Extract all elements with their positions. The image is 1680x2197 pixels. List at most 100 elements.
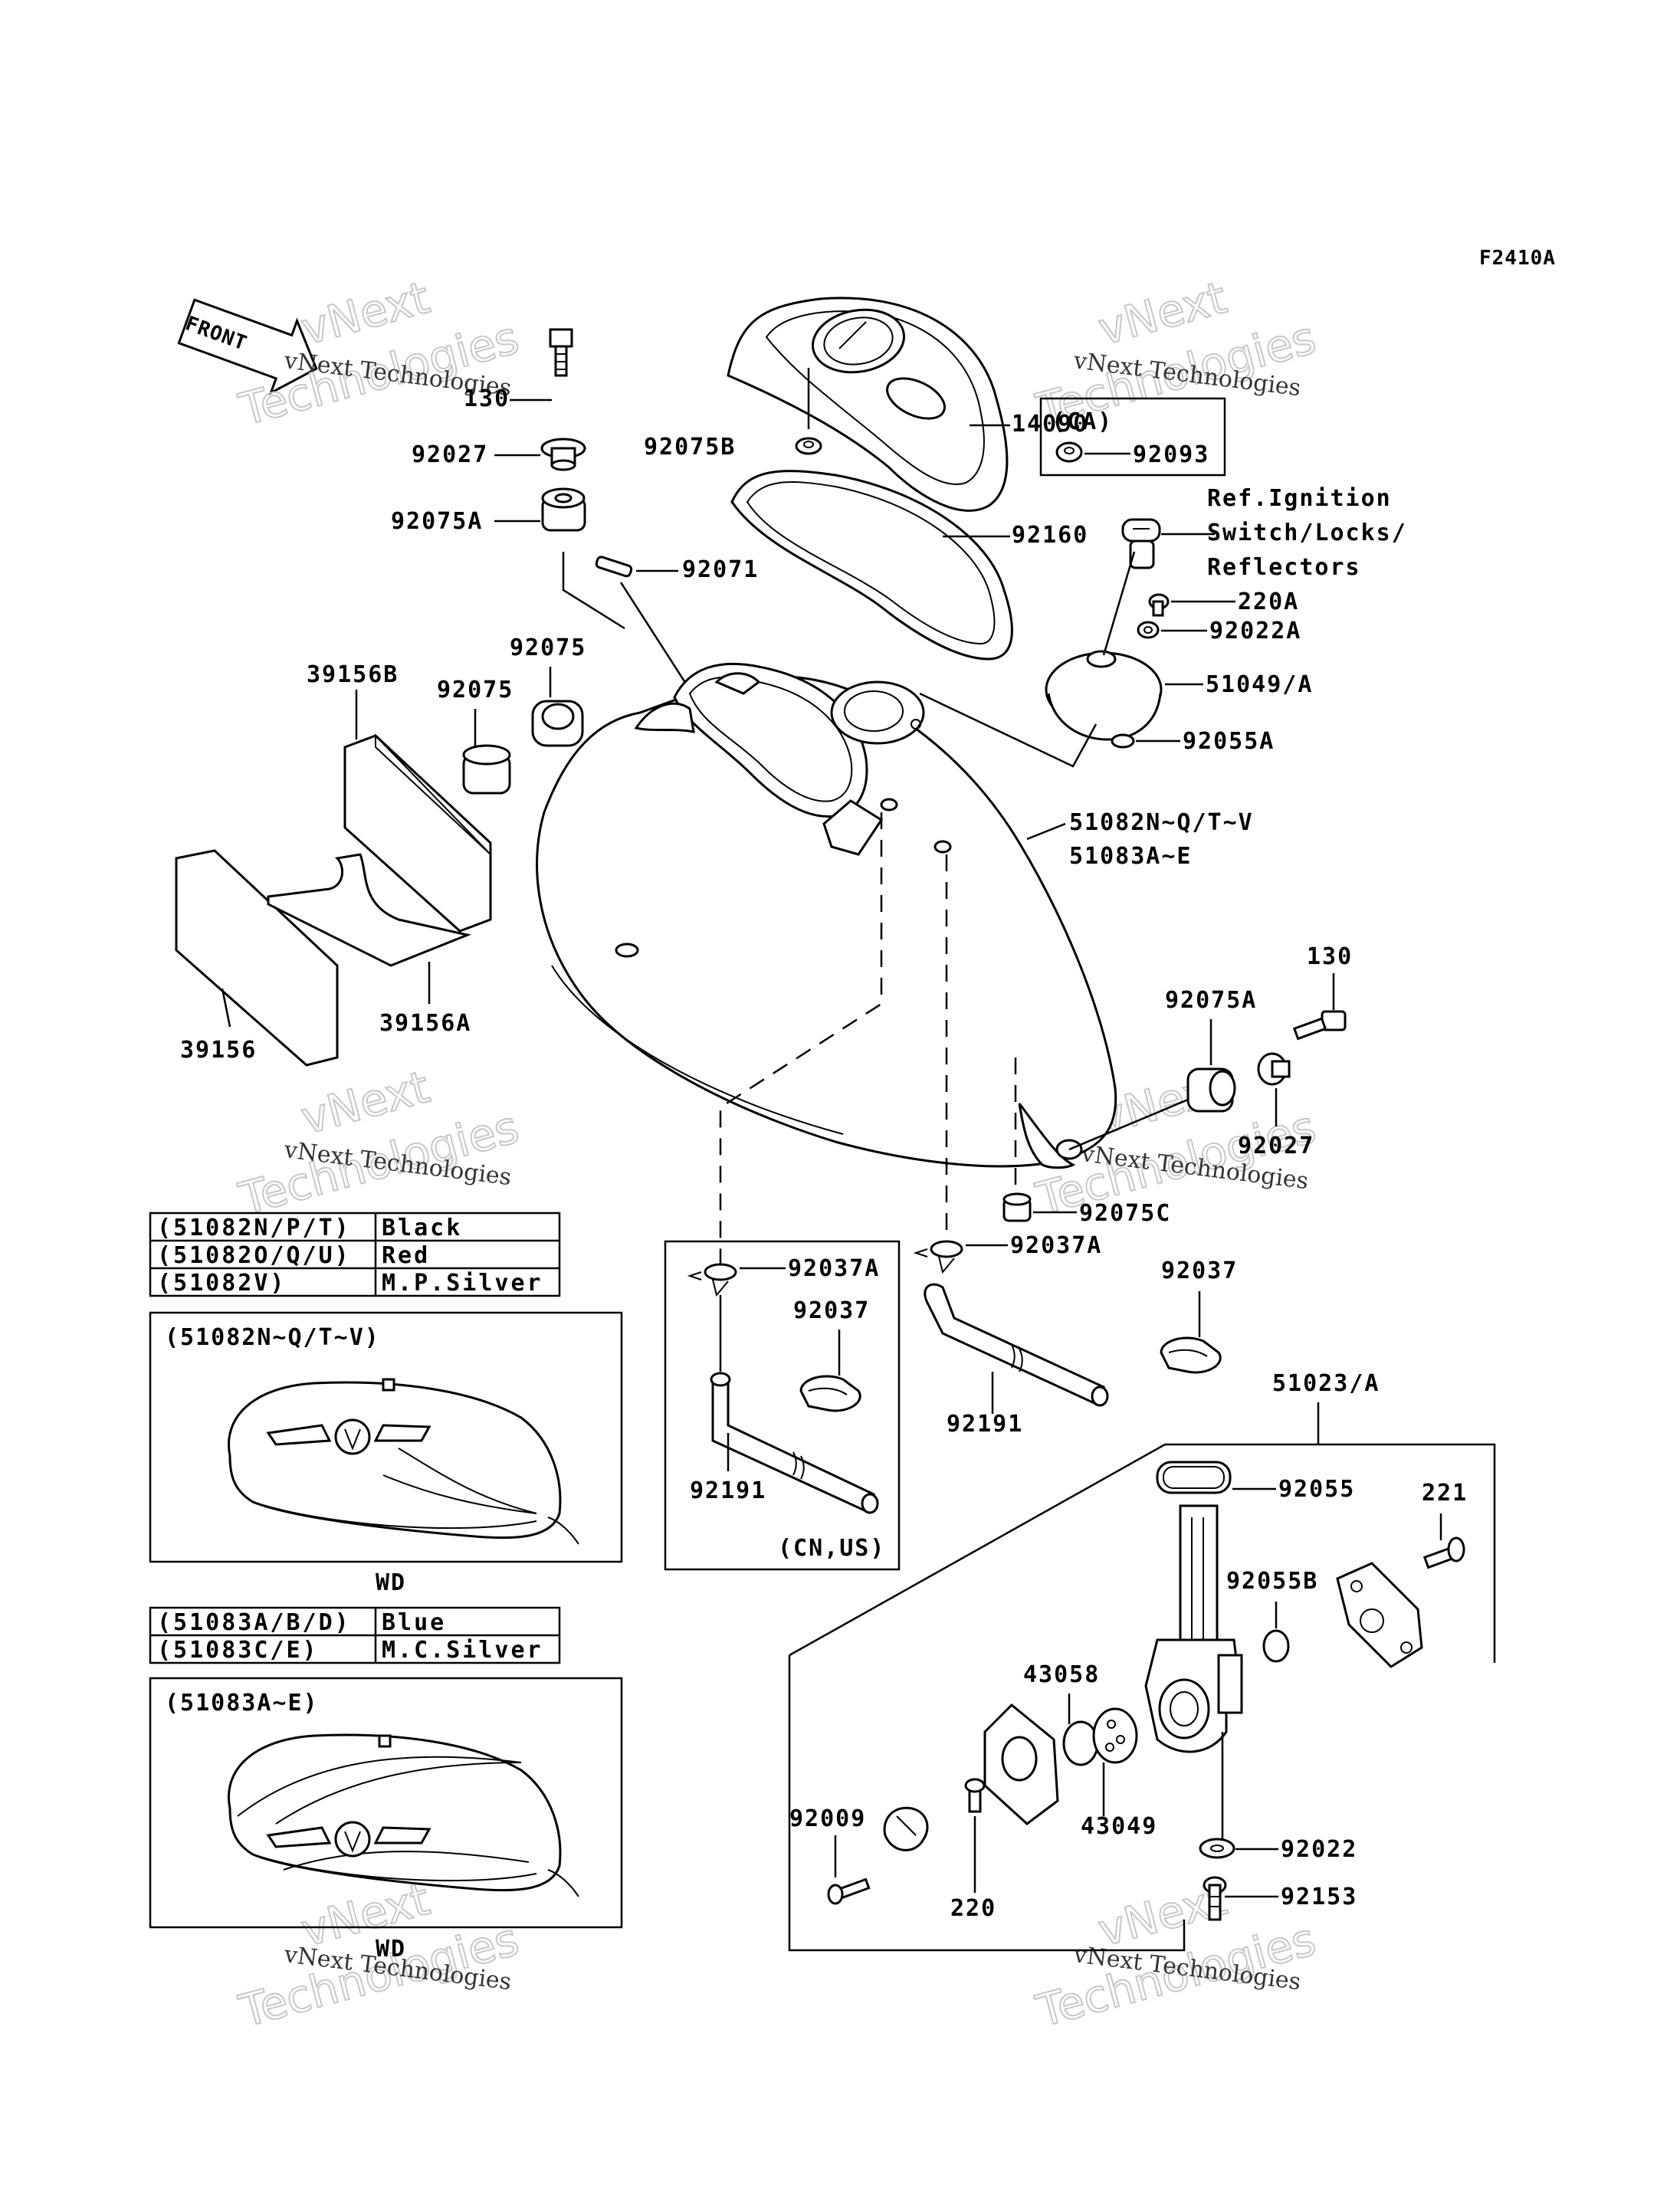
clip-92037-right bbox=[1160, 1336, 1222, 1374]
label-92037-left: 92037 bbox=[793, 1297, 870, 1324]
label-14090: 14090 bbox=[1012, 411, 1088, 438]
label-92191-right: 92191 bbox=[947, 1411, 1023, 1438]
label-43049: 43049 bbox=[1081, 1813, 1157, 1840]
table2-color-0: Blue bbox=[382, 1609, 446, 1636]
label-39156a: 39156A bbox=[379, 1010, 471, 1037]
clamp-92037a-right bbox=[913, 1240, 963, 1274]
label-51023: 51023/A bbox=[1272, 1370, 1380, 1397]
label-ref-1: Ref.Ignition bbox=[1207, 485, 1392, 512]
label-92075c: 92075C bbox=[1079, 1200, 1171, 1227]
label-92071: 92071 bbox=[682, 556, 759, 583]
label-92075a-top: 92075A bbox=[391, 508, 483, 535]
label-92037a-left: 92037A bbox=[788, 1255, 880, 1282]
label-92075b: 92075B bbox=[644, 434, 736, 461]
plate-fuel-cock bbox=[983, 1703, 1059, 1825]
clamp-92037a-left bbox=[687, 1263, 737, 1297]
rubber-92075-right bbox=[531, 700, 584, 747]
gasket-92160 bbox=[730, 470, 1013, 661]
table2-code-0: (51083A/B/D) bbox=[157, 1609, 351, 1636]
clip-92037-left bbox=[799, 1375, 861, 1412]
label-92027-top: 92027 bbox=[412, 441, 488, 468]
inset1-title: (51082N~Q/T~V) bbox=[165, 1324, 380, 1351]
ca-box bbox=[1039, 397, 1226, 477]
label-39156: 39156 bbox=[180, 1037, 257, 1064]
inset2-title: (51083A~E) bbox=[165, 1690, 319, 1717]
label-92022: 92022 bbox=[1281, 1836, 1357, 1863]
cover-221 bbox=[1336, 1562, 1423, 1668]
table1-code-2: (51082V) bbox=[157, 1270, 287, 1297]
oring-92055b bbox=[1262, 1629, 1290, 1663]
label-51049: 51049/A bbox=[1206, 671, 1313, 698]
table2-color-1: M.C.Silver bbox=[382, 1637, 543, 1664]
fuel-cock-box bbox=[788, 1443, 1496, 1952]
label-92075-left: 92075 bbox=[437, 677, 514, 703]
label-92027-right: 92027 bbox=[1238, 1133, 1314, 1159]
hose-92191-right bbox=[924, 1283, 1109, 1407]
knob-fuel-cock bbox=[883, 1806, 929, 1851]
label-92037a-right: 92037A bbox=[1010, 1232, 1102, 1259]
table1-color-0: Black bbox=[382, 1215, 462, 1241]
grommet-92075a-mid bbox=[1186, 1067, 1236, 1113]
table2-code-1: (51083C/E) bbox=[157, 1637, 319, 1664]
oring-92055a bbox=[1111, 733, 1135, 749]
label-ref-2: Switch/Locks/ bbox=[1207, 520, 1407, 546]
label-39156b: 39156B bbox=[307, 661, 399, 688]
label-cn-us: (CN,US) bbox=[778, 1535, 885, 1562]
table1-code-0: (51082N/P/T) bbox=[157, 1215, 351, 1241]
screw-92009 bbox=[827, 1877, 871, 1905]
label-wd-1: WD bbox=[376, 1569, 406, 1596]
bolt-130-right bbox=[1292, 1010, 1347, 1041]
label-130-right: 130 bbox=[1307, 943, 1353, 970]
table1-code-1: (51082O/Q/U) bbox=[157, 1242, 351, 1269]
label-92022a: 92022A bbox=[1209, 618, 1301, 644]
table1-color-1: Red bbox=[382, 1242, 430, 1269]
label-92055b: 92055B bbox=[1226, 1568, 1318, 1595]
label-130-top: 130 bbox=[464, 385, 510, 412]
label-92153: 92153 bbox=[1281, 1884, 1357, 1910]
grommet-92075a-top bbox=[541, 487, 586, 532]
hose-92191-left bbox=[710, 1372, 879, 1514]
watermark-3: vNext Technologies vNext Technologies bbox=[233, 1060, 524, 1226]
diaphragm-43049 bbox=[1092, 1707, 1138, 1764]
collar-92027-top bbox=[540, 438, 586, 471]
inset-tank-51083: (51083A~E) bbox=[149, 1677, 623, 1929]
pad-39156a bbox=[267, 853, 472, 967]
washer-92022a bbox=[1137, 621, 1160, 639]
rubber-92075-left bbox=[462, 744, 511, 795]
label-wd-2: WD bbox=[376, 1936, 406, 1963]
label-92075-right: 92075 bbox=[510, 635, 586, 661]
fuel-tank-51082 bbox=[536, 662, 1117, 1169]
nut-92093 bbox=[1055, 441, 1083, 463]
label-92191-left: 92191 bbox=[690, 1477, 766, 1504]
clip-92071 bbox=[595, 556, 633, 578]
screw-221 bbox=[1422, 1536, 1465, 1569]
label-220: 220 bbox=[950, 1895, 996, 1922]
fuel-cock-body bbox=[1144, 1504, 1243, 1753]
tank-cap-51049 bbox=[1045, 650, 1163, 741]
color-table-1: (51082N/P/T) Black (51082O/Q/U) Red (510… bbox=[149, 1212, 561, 1297]
label-43058: 43058 bbox=[1023, 1661, 1100, 1688]
meter-cover-14090 bbox=[727, 297, 1009, 512]
color-table-2: (51083A/B/D) Blue (51083C/E) M.C.Silver bbox=[149, 1606, 561, 1664]
label-92093: 92093 bbox=[1133, 441, 1209, 468]
bolt-92153 bbox=[1203, 1876, 1227, 1921]
label-220a: 220A bbox=[1238, 589, 1299, 615]
grommet-92075b bbox=[795, 437, 822, 455]
washer-92022 bbox=[1199, 1838, 1235, 1859]
inset-tank-51082: (51082N~Q/T~V) bbox=[149, 1311, 623, 1563]
label-92055a: 92055A bbox=[1183, 728, 1275, 755]
label-51082: 51082N~Q/T~V bbox=[1069, 809, 1254, 836]
label-221: 221 bbox=[1422, 1480, 1468, 1507]
label-92037-right: 92037 bbox=[1161, 1258, 1238, 1284]
pad-39156 bbox=[175, 849, 339, 1067]
grommet-92075c bbox=[1002, 1192, 1032, 1222]
label-ca: (CA) bbox=[1052, 408, 1113, 435]
table1-color-2: M.P.Silver bbox=[382, 1270, 543, 1297]
label-ref-3: Reflectors bbox=[1207, 554, 1361, 581]
label-92055: 92055 bbox=[1278, 1476, 1355, 1503]
ignition-switch-ref bbox=[1121, 518, 1161, 569]
figure-code: F2410A bbox=[1479, 247, 1556, 270]
cn-us-box bbox=[664, 1240, 901, 1571]
oring-43058 bbox=[1062, 1720, 1099, 1766]
